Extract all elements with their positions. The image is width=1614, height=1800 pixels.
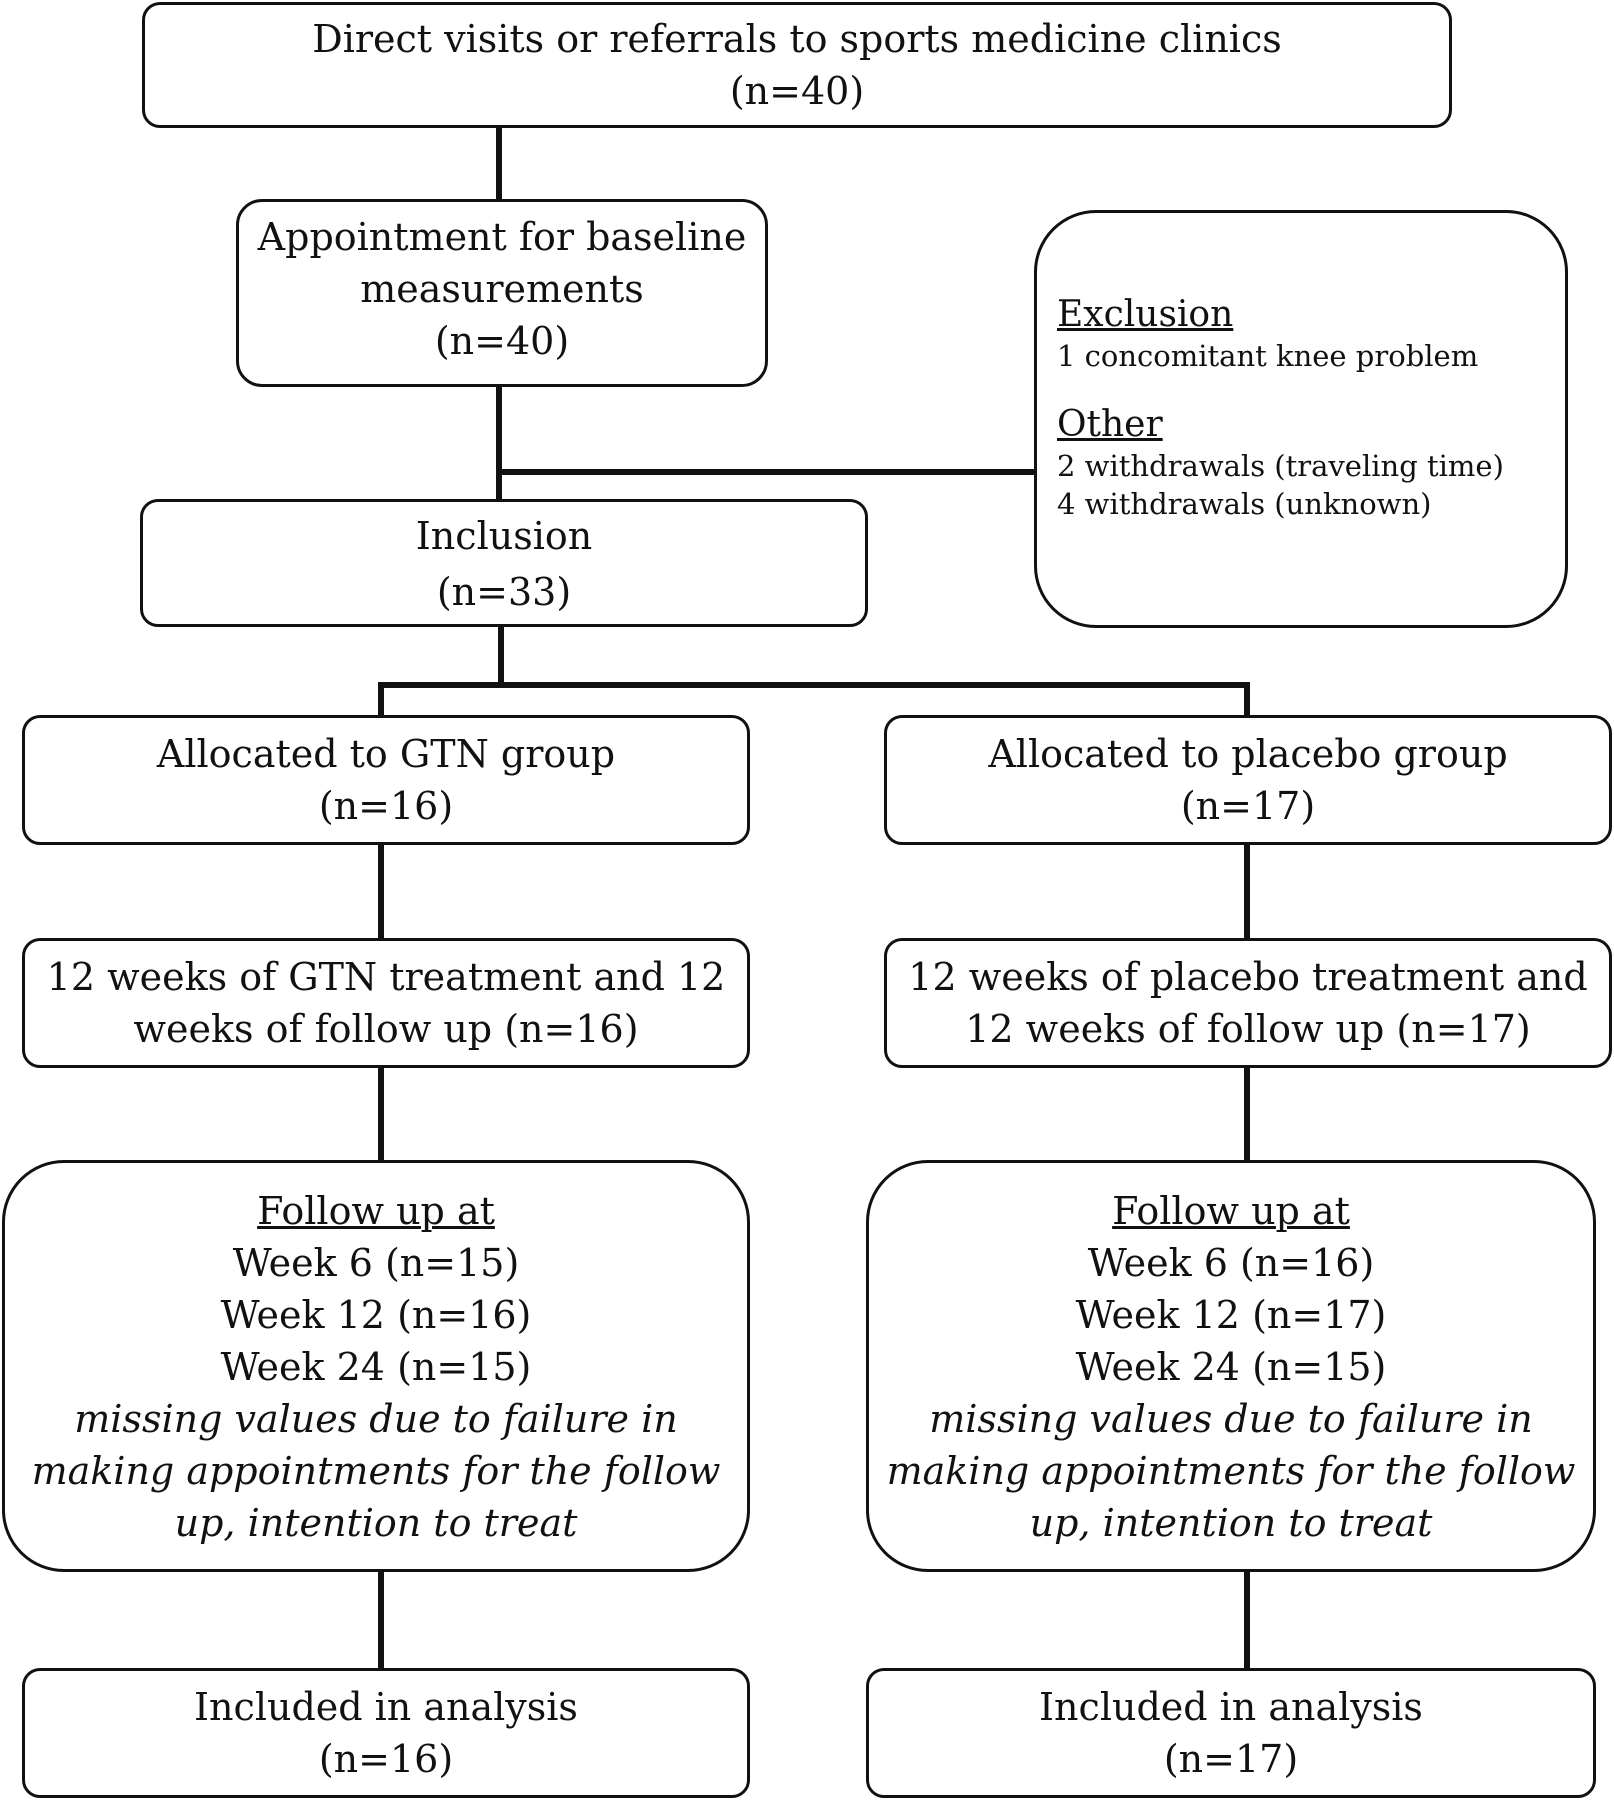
- referrals-count: (n=40): [729, 69, 865, 113]
- placebo-followup-week: Week 12 (n=17): [1075, 1293, 1387, 1337]
- other-heading: Other: [1057, 404, 1163, 445]
- gtn-followup-week: Week 24 (n=15): [220, 1345, 532, 1389]
- exclusion-heading: Exclusion: [1057, 294, 1234, 335]
- placebo-followup-heading: Follow up at: [1112, 1189, 1350, 1233]
- gtn-analysis-box: Included in analysis (n=16): [22, 1668, 750, 1798]
- other-item: 4 withdrawals (unknown): [1057, 487, 1432, 521]
- placebo-followup-note: up, intention to treat: [1029, 1501, 1433, 1545]
- gtn-followup-box: Follow up at Week 6 (n=15) Week 12 (n=16…: [2, 1160, 750, 1572]
- excluded-box: Exclusion 1 concomitant knee problem Oth…: [1034, 210, 1568, 628]
- referrals-title: Direct visits or referrals to sports med…: [312, 17, 1282, 61]
- gtn-allocated-box: Allocated to GTN group (n=16): [22, 715, 750, 845]
- connector-placebo-allocated-to-treatment: [1244, 842, 1250, 941]
- gtn-followup-week: Week 6 (n=15): [232, 1241, 520, 1285]
- referrals-box: Direct visits or referrals to sports med…: [142, 2, 1452, 128]
- gtn-followup-note: missing values due to failure in: [74, 1397, 678, 1441]
- connector-inclusion-down: [498, 625, 504, 687]
- inclusion-box: Inclusion (n=33): [140, 499, 868, 627]
- connector-gtn-treatment-to-followup: [378, 1066, 384, 1162]
- placebo-followup-week: Week 6 (n=16): [1087, 1241, 1375, 1285]
- gtn-analysis-label: Included in analysis: [194, 1685, 578, 1729]
- placebo-followup-note: making appointments for the follow: [886, 1449, 1576, 1493]
- placebo-analysis-box: Included in analysis (n=17): [866, 1668, 1596, 1798]
- placebo-treatment-line1: 12 weeks of placebo treatment and: [908, 955, 1588, 999]
- baseline-line1: Appointment for baseline: [257, 215, 747, 259]
- gtn-allocated-count: (n=16): [318, 784, 454, 828]
- placebo-followup-week: Week 24 (n=15): [1075, 1345, 1387, 1389]
- gtn-followup-note: making appointments for the follow: [31, 1449, 721, 1493]
- baseline-count: (n=40): [434, 319, 570, 363]
- placebo-treatment-box: 12 weeks of placebo treatment and 12 wee…: [884, 938, 1612, 1068]
- exclusion-item: 1 concomitant knee problem: [1057, 339, 1479, 373]
- gtn-treatment-line1: 12 weeks of GTN treatment and 12: [46, 955, 726, 999]
- placebo-analysis-label: Included in analysis: [1039, 1685, 1423, 1729]
- gtn-treatment-box: 12 weeks of GTN treatment and 12 weeks o…: [22, 938, 750, 1068]
- inclusion-title: Inclusion: [415, 514, 593, 558]
- connector-to-excluded: [496, 469, 1036, 475]
- baseline-box: Appointment for baseline measurements (n…: [236, 199, 768, 387]
- connector-split-left-down: [378, 682, 384, 716]
- connector-baseline-to-inclusion: [496, 384, 502, 502]
- inclusion-count: (n=33): [436, 570, 572, 614]
- placebo-analysis-count: (n=17): [1163, 1737, 1299, 1781]
- placebo-allocated-count: (n=17): [1180, 784, 1316, 828]
- connector-placebo-treatment-to-followup: [1244, 1066, 1250, 1162]
- placebo-followup-note: missing values due to failure in: [929, 1397, 1533, 1441]
- connector-gtn-allocated-to-treatment: [378, 842, 384, 941]
- placebo-allocated-box: Allocated to placebo group (n=17): [884, 715, 1612, 845]
- gtn-analysis-count: (n=16): [318, 1737, 454, 1781]
- gtn-followup-heading: Follow up at: [257, 1189, 495, 1233]
- placebo-treatment-line2: 12 weeks of follow up (n=17): [965, 1007, 1531, 1051]
- gtn-treatment-line2: weeks of follow up (n=16): [133, 1007, 639, 1051]
- placebo-allocated-label: Allocated to placebo group: [988, 732, 1508, 776]
- connector-gtn-followup-to-analysis: [378, 1570, 384, 1670]
- other-item: 2 withdrawals (traveling time): [1057, 449, 1504, 483]
- placebo-followup-box: Follow up at Week 6 (n=16) Week 12 (n=17…: [866, 1160, 1596, 1572]
- gtn-allocated-label: Allocated to GTN group: [156, 732, 616, 776]
- gtn-followup-note: up, intention to treat: [174, 1501, 578, 1545]
- connector-placebo-followup-to-analysis: [1244, 1570, 1250, 1670]
- baseline-line2: measurements: [360, 267, 644, 311]
- connector-top-to-baseline: [496, 126, 502, 201]
- gtn-followup-week: Week 12 (n=16): [220, 1293, 532, 1337]
- connector-split-right-down: [1244, 682, 1250, 716]
- connector-split-horizontal: [378, 682, 1250, 688]
